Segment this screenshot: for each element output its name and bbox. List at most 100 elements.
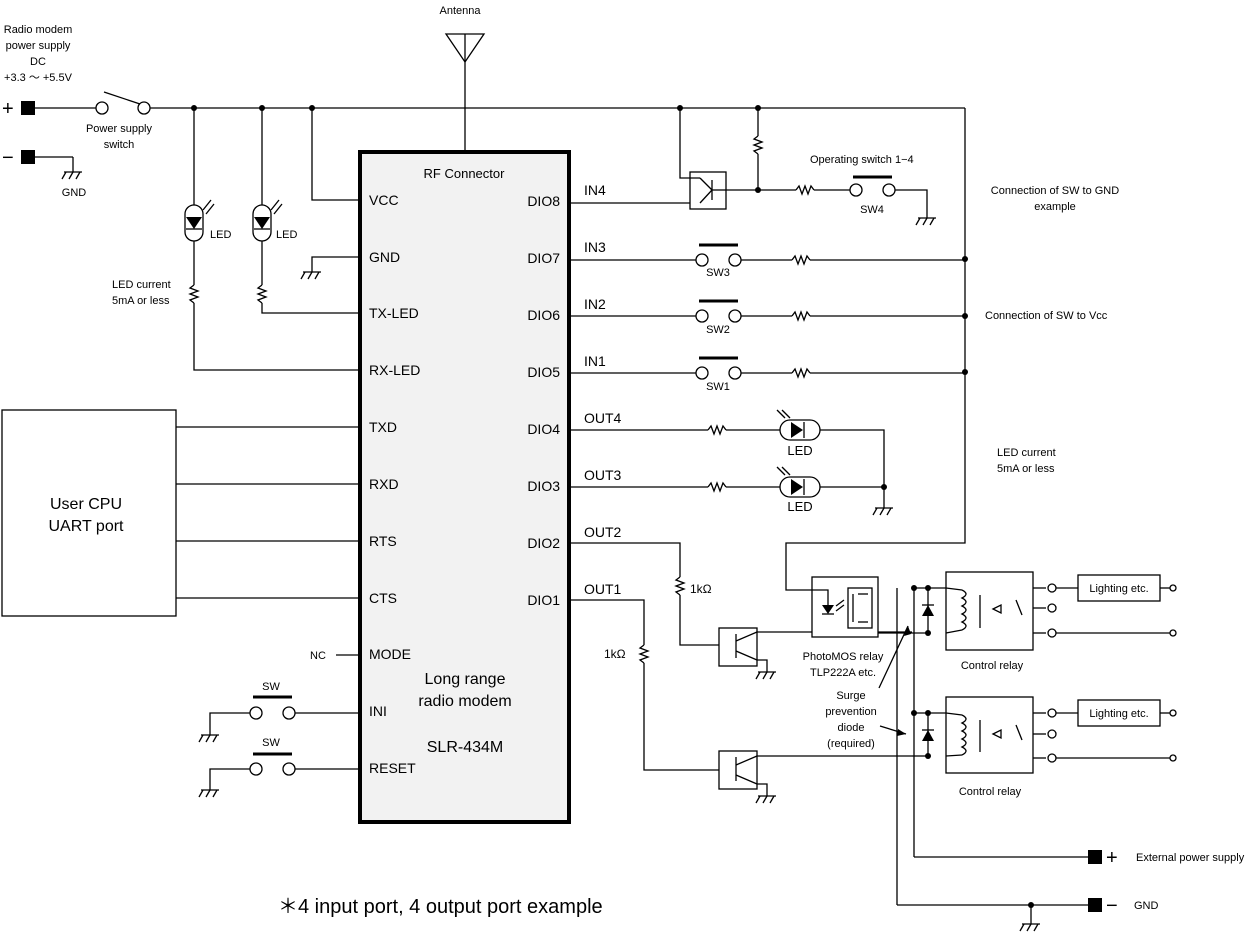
photomos-label-1: PhotoMOS relay bbox=[803, 651, 884, 663]
control-relay-2 bbox=[911, 696, 1177, 774]
mode-nc-label: NC bbox=[310, 650, 326, 662]
led-label-tx: LED bbox=[276, 229, 297, 241]
pin-label: RTS bbox=[369, 533, 397, 549]
user-cpu-box bbox=[1, 409, 177, 617]
signal-in1: IN1 bbox=[584, 353, 606, 369]
power-plus-terminal bbox=[21, 101, 35, 115]
svg-text:DC: DC bbox=[30, 56, 46, 68]
footnote: ＊4 input port, 4 output port example bbox=[278, 896, 603, 918]
pin-label: TXD bbox=[369, 419, 397, 435]
svg-text:(required): (required) bbox=[827, 738, 875, 750]
svg-text:Surge: Surge bbox=[836, 690, 865, 702]
svg-text:+3.3 ～ +5.5V: +3.3 ～ +5.5V bbox=[4, 72, 73, 84]
dio8-sw4-circuit bbox=[569, 108, 936, 226]
external-power-label: External power supply bbox=[1136, 852, 1245, 864]
pin-label: INI bbox=[369, 703, 387, 719]
gnd-example-label-2: example bbox=[1034, 201, 1076, 213]
left-pin-labels: VCC GND TX-LED RX-LED TXD RXD RTS CTS MO… bbox=[369, 192, 420, 776]
rf-connector-label: RF Connector bbox=[424, 166, 506, 181]
signal-in4: IN4 bbox=[584, 182, 606, 198]
pin-label: MODE bbox=[369, 646, 411, 662]
power-plus-sign: + bbox=[2, 98, 14, 120]
svg-text:power supply: power supply bbox=[6, 40, 71, 52]
signal-in3: IN3 bbox=[584, 239, 606, 255]
external-power-plus: + bbox=[1106, 847, 1118, 869]
right-pin-labels: DIO8 DIO7 DIO6 DIO5 DIO4 DIO3 DIO2 DIO1 bbox=[527, 193, 560, 608]
user-cpu-label-1: User CPU bbox=[50, 496, 122, 513]
resistor-1k-dio1: 1kΩ bbox=[604, 647, 626, 661]
tx-rx-led-circuit bbox=[184, 108, 360, 371]
pin-label: VCC bbox=[369, 192, 399, 208]
led-label-out3: LED bbox=[787, 499, 812, 514]
ini-switch bbox=[198, 695, 360, 743]
pin-label: DIO3 bbox=[527, 478, 560, 494]
gnd-symbol bbox=[61, 171, 82, 180]
sw2-label: SW2 bbox=[706, 324, 730, 336]
module-name-1: Long range bbox=[425, 671, 506, 688]
dio4-led-circuit bbox=[569, 409, 885, 508]
dio3-led-circuit bbox=[569, 466, 893, 516]
gnd-example-label-1: Connection of SW to GND bbox=[991, 185, 1119, 197]
pin-label: RXD bbox=[369, 476, 399, 492]
power-switch-label-1: Power supply bbox=[86, 123, 153, 135]
antenna-label: Antenna bbox=[440, 5, 482, 17]
signal-in2: IN2 bbox=[584, 296, 606, 312]
pin-label: TX-LED bbox=[369, 305, 419, 321]
pin-label: RESET bbox=[369, 760, 416, 776]
operating-switch-label: Operating switch 1−4 bbox=[810, 154, 914, 166]
power-supply-switch bbox=[95, 91, 151, 115]
pin-label: RX-LED bbox=[369, 362, 420, 378]
power-gnd-label: GND bbox=[62, 187, 87, 199]
lighting-label-1: Lighting etc. bbox=[1089, 583, 1148, 595]
svg-text:diode: diode bbox=[838, 722, 865, 734]
sw3-label: SW3 bbox=[706, 267, 730, 279]
led-label-out4: LED bbox=[787, 443, 812, 458]
dio1-transistor-circuit bbox=[569, 599, 912, 804]
external-gnd-label: GND bbox=[1134, 900, 1159, 912]
led-label-rx: LED bbox=[210, 229, 231, 241]
svg-text:Radio modem: Radio modem bbox=[4, 24, 72, 36]
photomos-relay bbox=[811, 576, 879, 638]
control-relay-label-2: Control relay bbox=[959, 786, 1022, 798]
power-minus-terminal bbox=[21, 150, 35, 164]
led-current-right-1: LED current bbox=[997, 447, 1056, 459]
led-current-right-2: 5mA or less bbox=[997, 463, 1055, 475]
external-gnd-minus: − bbox=[1106, 895, 1118, 917]
antenna-symbol bbox=[444, 33, 486, 152]
control-relay-1 bbox=[878, 571, 1177, 905]
dio2-transistor-circuit bbox=[569, 542, 912, 680]
pin-label: DIO4 bbox=[527, 421, 560, 437]
signal-out2: OUT2 bbox=[584, 524, 622, 540]
vcc-example-label: Connection of SW to Vcc bbox=[985, 310, 1108, 322]
ini-switch-label: SW bbox=[262, 681, 280, 693]
surge-diode-label: Surge prevention diode (required) bbox=[825, 625, 911, 750]
pin-label: DIO5 bbox=[527, 364, 560, 380]
led-current-left-1: LED current bbox=[112, 279, 171, 291]
pin-label: DIO1 bbox=[527, 592, 560, 608]
pin-label: DIO7 bbox=[527, 250, 560, 266]
external-gnd-terminal bbox=[1088, 898, 1102, 912]
pin-label: GND bbox=[369, 249, 400, 265]
power-switch-label-2: switch bbox=[104, 139, 135, 151]
pin-label: DIO8 bbox=[527, 193, 560, 209]
signal-out1: OUT1 bbox=[584, 581, 622, 597]
gnd-symbol bbox=[1019, 923, 1040, 932]
power-minus-sign: − bbox=[2, 147, 14, 169]
signal-out3: OUT3 bbox=[584, 467, 622, 483]
pin-label: DIO6 bbox=[527, 307, 560, 323]
signal-out4: OUT4 bbox=[584, 410, 622, 426]
photomos-label-2: TLP222A etc. bbox=[810, 667, 876, 679]
svg-text:prevention: prevention bbox=[825, 706, 876, 718]
reset-switch-label: SW bbox=[262, 737, 280, 749]
control-relay-label-1: Control relay bbox=[961, 660, 1024, 672]
reset-switch bbox=[198, 752, 360, 798]
sw1-label: SW1 bbox=[706, 381, 730, 393]
led-current-left-2: 5mA or less bbox=[112, 295, 170, 307]
lighting-label-2: Lighting etc. bbox=[1089, 708, 1148, 720]
pin-label: DIO2 bbox=[527, 535, 560, 551]
sw4-label: SW4 bbox=[860, 204, 884, 216]
radio-modem-module bbox=[358, 150, 571, 824]
gnd-symbol bbox=[300, 271, 321, 280]
dio5-sw1-circuit bbox=[569, 356, 965, 380]
